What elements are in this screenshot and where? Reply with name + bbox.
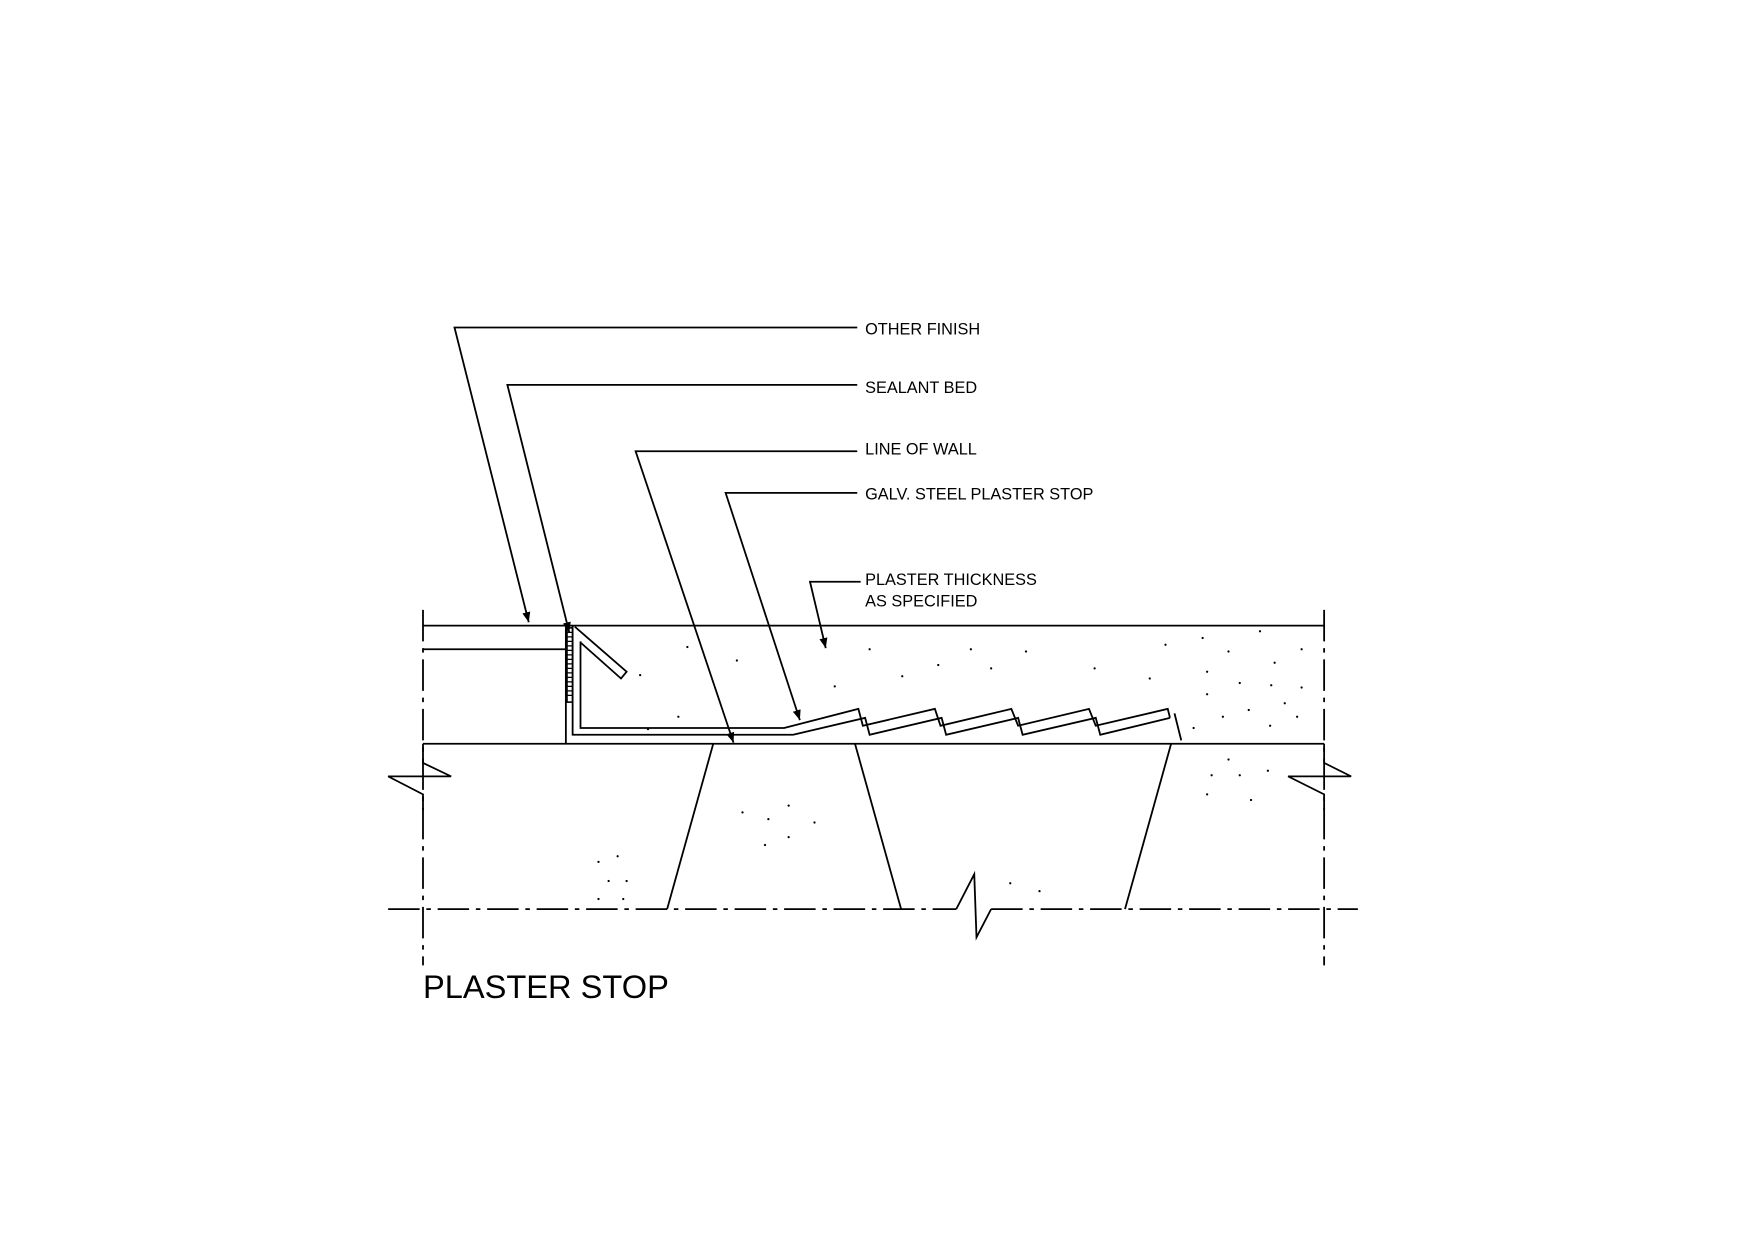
leader-line-of-wall [634, 450, 858, 743]
left-break-symbol [387, 743, 452, 811]
label-line-of-wall: LINE OF WALL [865, 441, 977, 459]
substrate-line [1124, 743, 1172, 910]
label-plaster-stop: GALV. STEEL PLASTER STOP [865, 486, 1093, 504]
detail-title: PLASTER STOP [423, 968, 669, 1005]
substrate-line [854, 743, 902, 910]
galv-steel-plaster-stop [571, 625, 1183, 741]
label-other-finish: OTHER FINISH [865, 320, 980, 338]
plaster-hatch-dots [597, 630, 1303, 901]
label-plaster-thickness: PLASTER THICKNESS [865, 571, 1037, 589]
center-break-symbol [955, 870, 992, 941]
leader-other-finish [453, 326, 858, 623]
label-sealant-bed: SEALANT BED [865, 379, 977, 397]
leader-plaster-stop [724, 491, 858, 721]
leader-sealant-bed [506, 383, 858, 633]
leader-plaster-thickness [808, 580, 861, 649]
label-as-specified: AS SPECIFIED [865, 593, 977, 611]
right-break-symbol [1287, 743, 1352, 811]
substrate-line [666, 743, 715, 910]
